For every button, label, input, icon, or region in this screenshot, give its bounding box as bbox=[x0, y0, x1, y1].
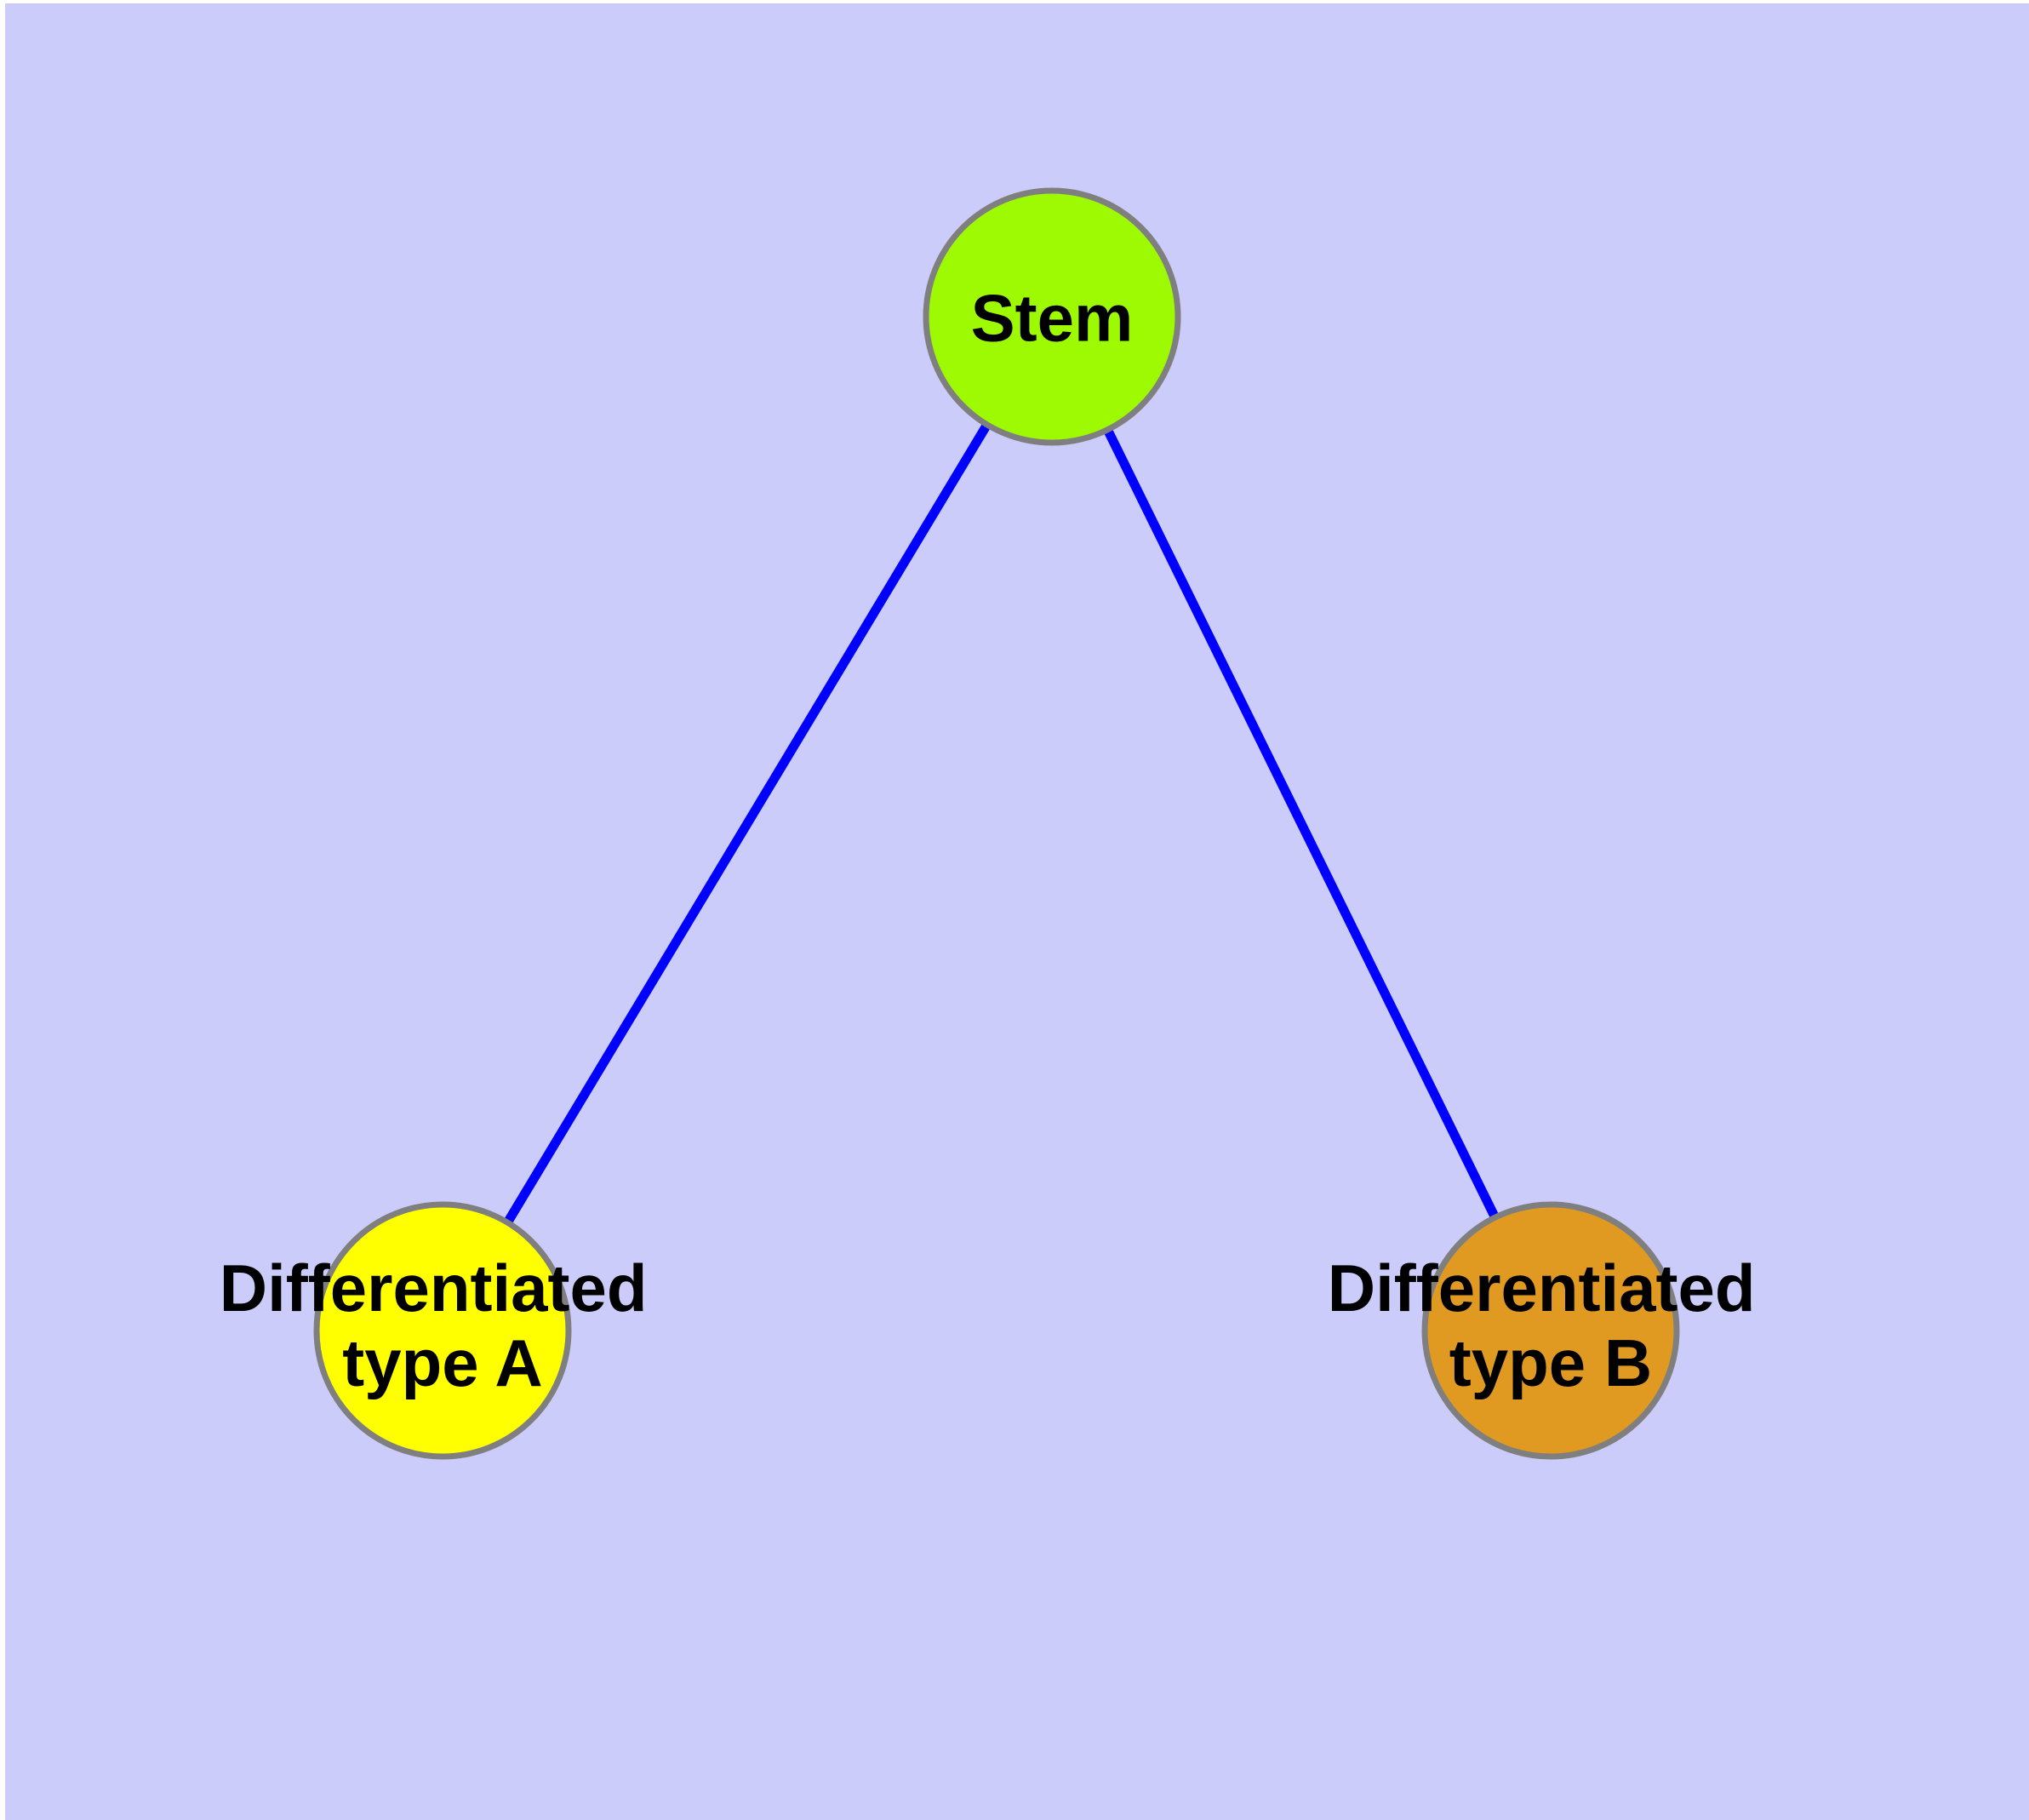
edge-stem-to-differentiated-type-a[interactable] bbox=[438, 314, 1056, 1333]
node-differentiated-type-a-label-line-2: type A bbox=[342, 1325, 543, 1400]
node-differentiated-type-a-label-line-1: Differentiated bbox=[220, 1251, 648, 1325]
nodes-layer: Stem Differentiated type A Differentiate… bbox=[220, 187, 1774, 1460]
node-differentiated-type-b-label-line-1: Differentiated bbox=[1328, 1251, 1756, 1325]
node-stem-label: Stem bbox=[971, 281, 1134, 356]
node-differentiated-type-b-label-line-2: type B bbox=[1449, 1325, 1652, 1400]
node-differentiated-type-a[interactable]: Differentiated type A bbox=[220, 1201, 666, 1460]
node-differentiated-type-a-circle[interactable] bbox=[313, 1201, 572, 1460]
edge-stem-to-differentiated-type-b[interactable] bbox=[1048, 314, 1555, 1333]
node-stem-circle[interactable] bbox=[923, 187, 1181, 446]
edges-layer bbox=[438, 314, 1555, 1333]
node-differentiated-type-a-label: Differentiated type A bbox=[220, 1251, 666, 1400]
node-differentiated-type-b[interactable]: Differentiated type B bbox=[1328, 1201, 1774, 1460]
node-differentiated-type-b-circle[interactable] bbox=[1421, 1201, 1680, 1460]
node-differentiated-type-b-label: Differentiated type B bbox=[1328, 1251, 1774, 1400]
node-stem[interactable]: Stem bbox=[923, 187, 1181, 446]
